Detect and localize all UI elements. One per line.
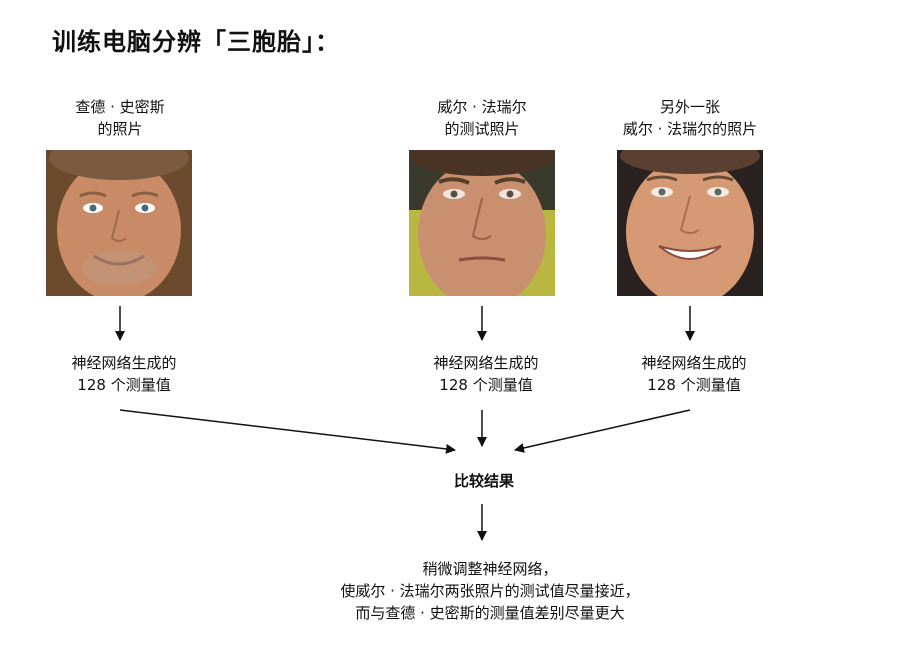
face-icon <box>409 150 555 296</box>
label-line: 查德 · 史密斯 <box>75 98 165 116</box>
label-line: 128 个测量值 <box>647 376 741 394</box>
chad-smith-photo <box>46 150 192 296</box>
label-line: 神经网络生成的 <box>433 354 539 372</box>
result-line: 稍微调整神经网络， <box>422 560 558 578</box>
will-test-photo-label: 威尔 · 法瑞尔 的测试照片 <box>437 96 526 140</box>
label-line: 威尔 · 法瑞尔 <box>437 98 527 116</box>
arrow-converge-icon <box>514 409 691 453</box>
will-ferrell-other-photo <box>617 150 763 296</box>
will-other-photo-label: 另外一张 威尔 · 法瑞尔的照片 <box>623 96 757 140</box>
will-test-measure-label: 神经网络生成的 128 个测量值 <box>433 352 538 396</box>
result-line: 而与查德 · 史密斯的测量值差别尽量更大 <box>355 604 625 622</box>
label-line: 神经网络生成的 <box>641 354 747 372</box>
face-icon <box>617 150 763 296</box>
will-ferrell-test-photo <box>409 150 555 296</box>
label-line: 的测试照片 <box>444 120 520 138</box>
label-line: 另外一张 <box>659 98 720 116</box>
face-icon <box>46 150 192 296</box>
chad-measure-label: 神经网络生成的 128 个测量值 <box>71 352 176 396</box>
result-text: 稍微调整神经网络， 使威尔 · 法瑞尔两张照片的测试值尽量接近， 而与查德 · … <box>340 558 639 624</box>
arrow-converge-icon <box>119 409 456 454</box>
label-line: 的照片 <box>97 120 143 138</box>
label-line: 128 个测量值 <box>439 376 533 394</box>
compare-label: 比较结果 <box>453 472 515 490</box>
result-line: 使威尔 · 法瑞尔两张照片的测试值尽量接近， <box>340 582 640 600</box>
will-other-measure-label: 神经网络生成的 128 个测量值 <box>641 352 746 396</box>
page-title: 训练电脑分辨「三胞胎」： <box>52 28 340 56</box>
label-line: 128 个测量值 <box>77 376 171 394</box>
chad-photo-label: 查德 · 史密斯 的照片 <box>75 96 164 140</box>
label-line: 神经网络生成的 <box>71 354 177 372</box>
label-line: 威尔 · 法瑞尔的照片 <box>622 120 758 138</box>
